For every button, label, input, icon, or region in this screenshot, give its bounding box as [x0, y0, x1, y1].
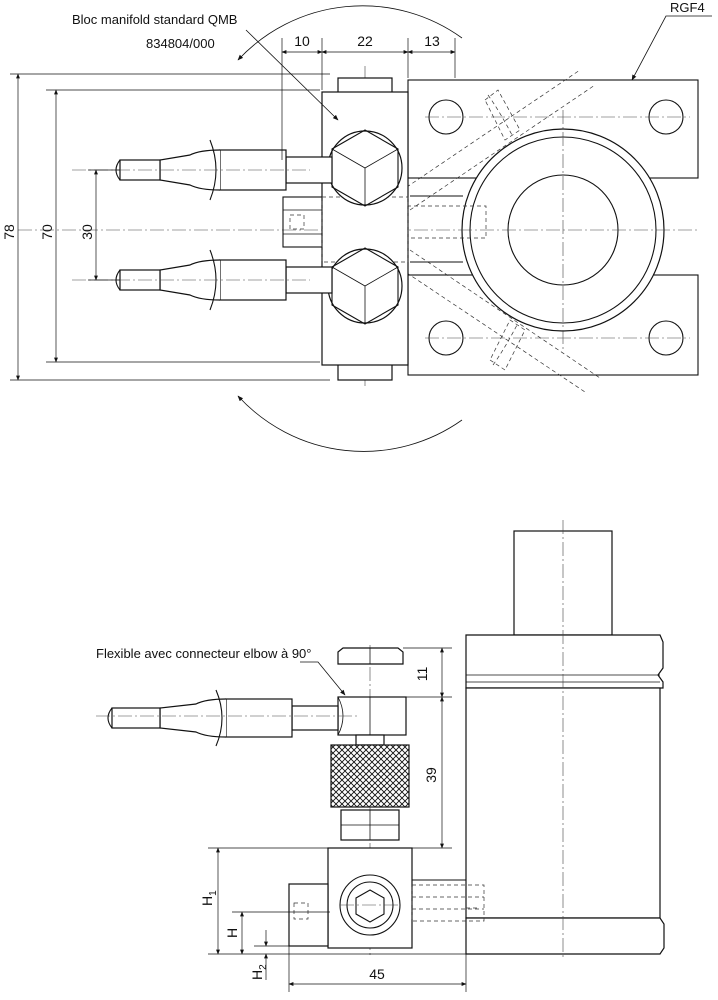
cylinder-top-collar	[465, 634, 664, 689]
alternate-hose-upper	[394, 69, 596, 211]
side-view: Flexible avec connecteur elbow à 90° 11 …	[96, 520, 665, 992]
leader-flexible	[300, 661, 346, 696]
label-bloc-manifold: Bloc manifold standard QMB	[72, 12, 237, 27]
dim-13: 13	[424, 33, 440, 49]
lower-hex-fitting	[327, 247, 403, 325]
left-dimensions	[10, 73, 330, 381]
dim-70: 70	[39, 224, 55, 240]
dim-22: 22	[357, 33, 373, 49]
dim-10: 10	[294, 33, 310, 49]
dim-h2: H2	[249, 964, 269, 980]
dim-30: 30	[79, 224, 95, 240]
top-view: 10 22 13 78 70 30 Bloc manifold standard…	[1, 0, 712, 452]
label-bloc-reference: 834804/000	[146, 36, 215, 51]
label-rgf4: RGF4	[670, 0, 705, 15]
rotation-arc-bottom	[237, 395, 463, 452]
dim-78: 78	[1, 224, 17, 240]
leader-bloc	[245, 29, 339, 121]
label-flexible: Flexible avec connecteur elbow à 90°	[96, 646, 312, 661]
dim-39: 39	[423, 767, 439, 783]
dim-11: 11	[414, 667, 430, 682]
leader-rgf4	[631, 15, 712, 81]
upper-hex-fitting	[327, 129, 403, 207]
manifold-bottom-cap	[337, 363, 393, 381]
lower-hose	[72, 249, 333, 311]
side-manifold-block	[327, 847, 413, 949]
dim-45: 45	[369, 966, 385, 982]
side-hose	[96, 689, 360, 747]
knurled-nut	[330, 744, 410, 808]
dim-h: H	[224, 928, 240, 938]
top-dimension-row	[281, 38, 456, 160]
alternate-hose-lower	[394, 249, 601, 393]
left-height-dimensions	[208, 847, 466, 980]
cylinder-base	[465, 917, 665, 955]
upper-hose	[72, 139, 333, 201]
right-dimensions	[403, 647, 452, 849]
rotation-arc-top	[237, 5, 463, 61]
bottom-dimension	[288, 946, 467, 992]
fitting-stack	[288, 645, 485, 955]
dim-h1: H1	[199, 890, 219, 906]
